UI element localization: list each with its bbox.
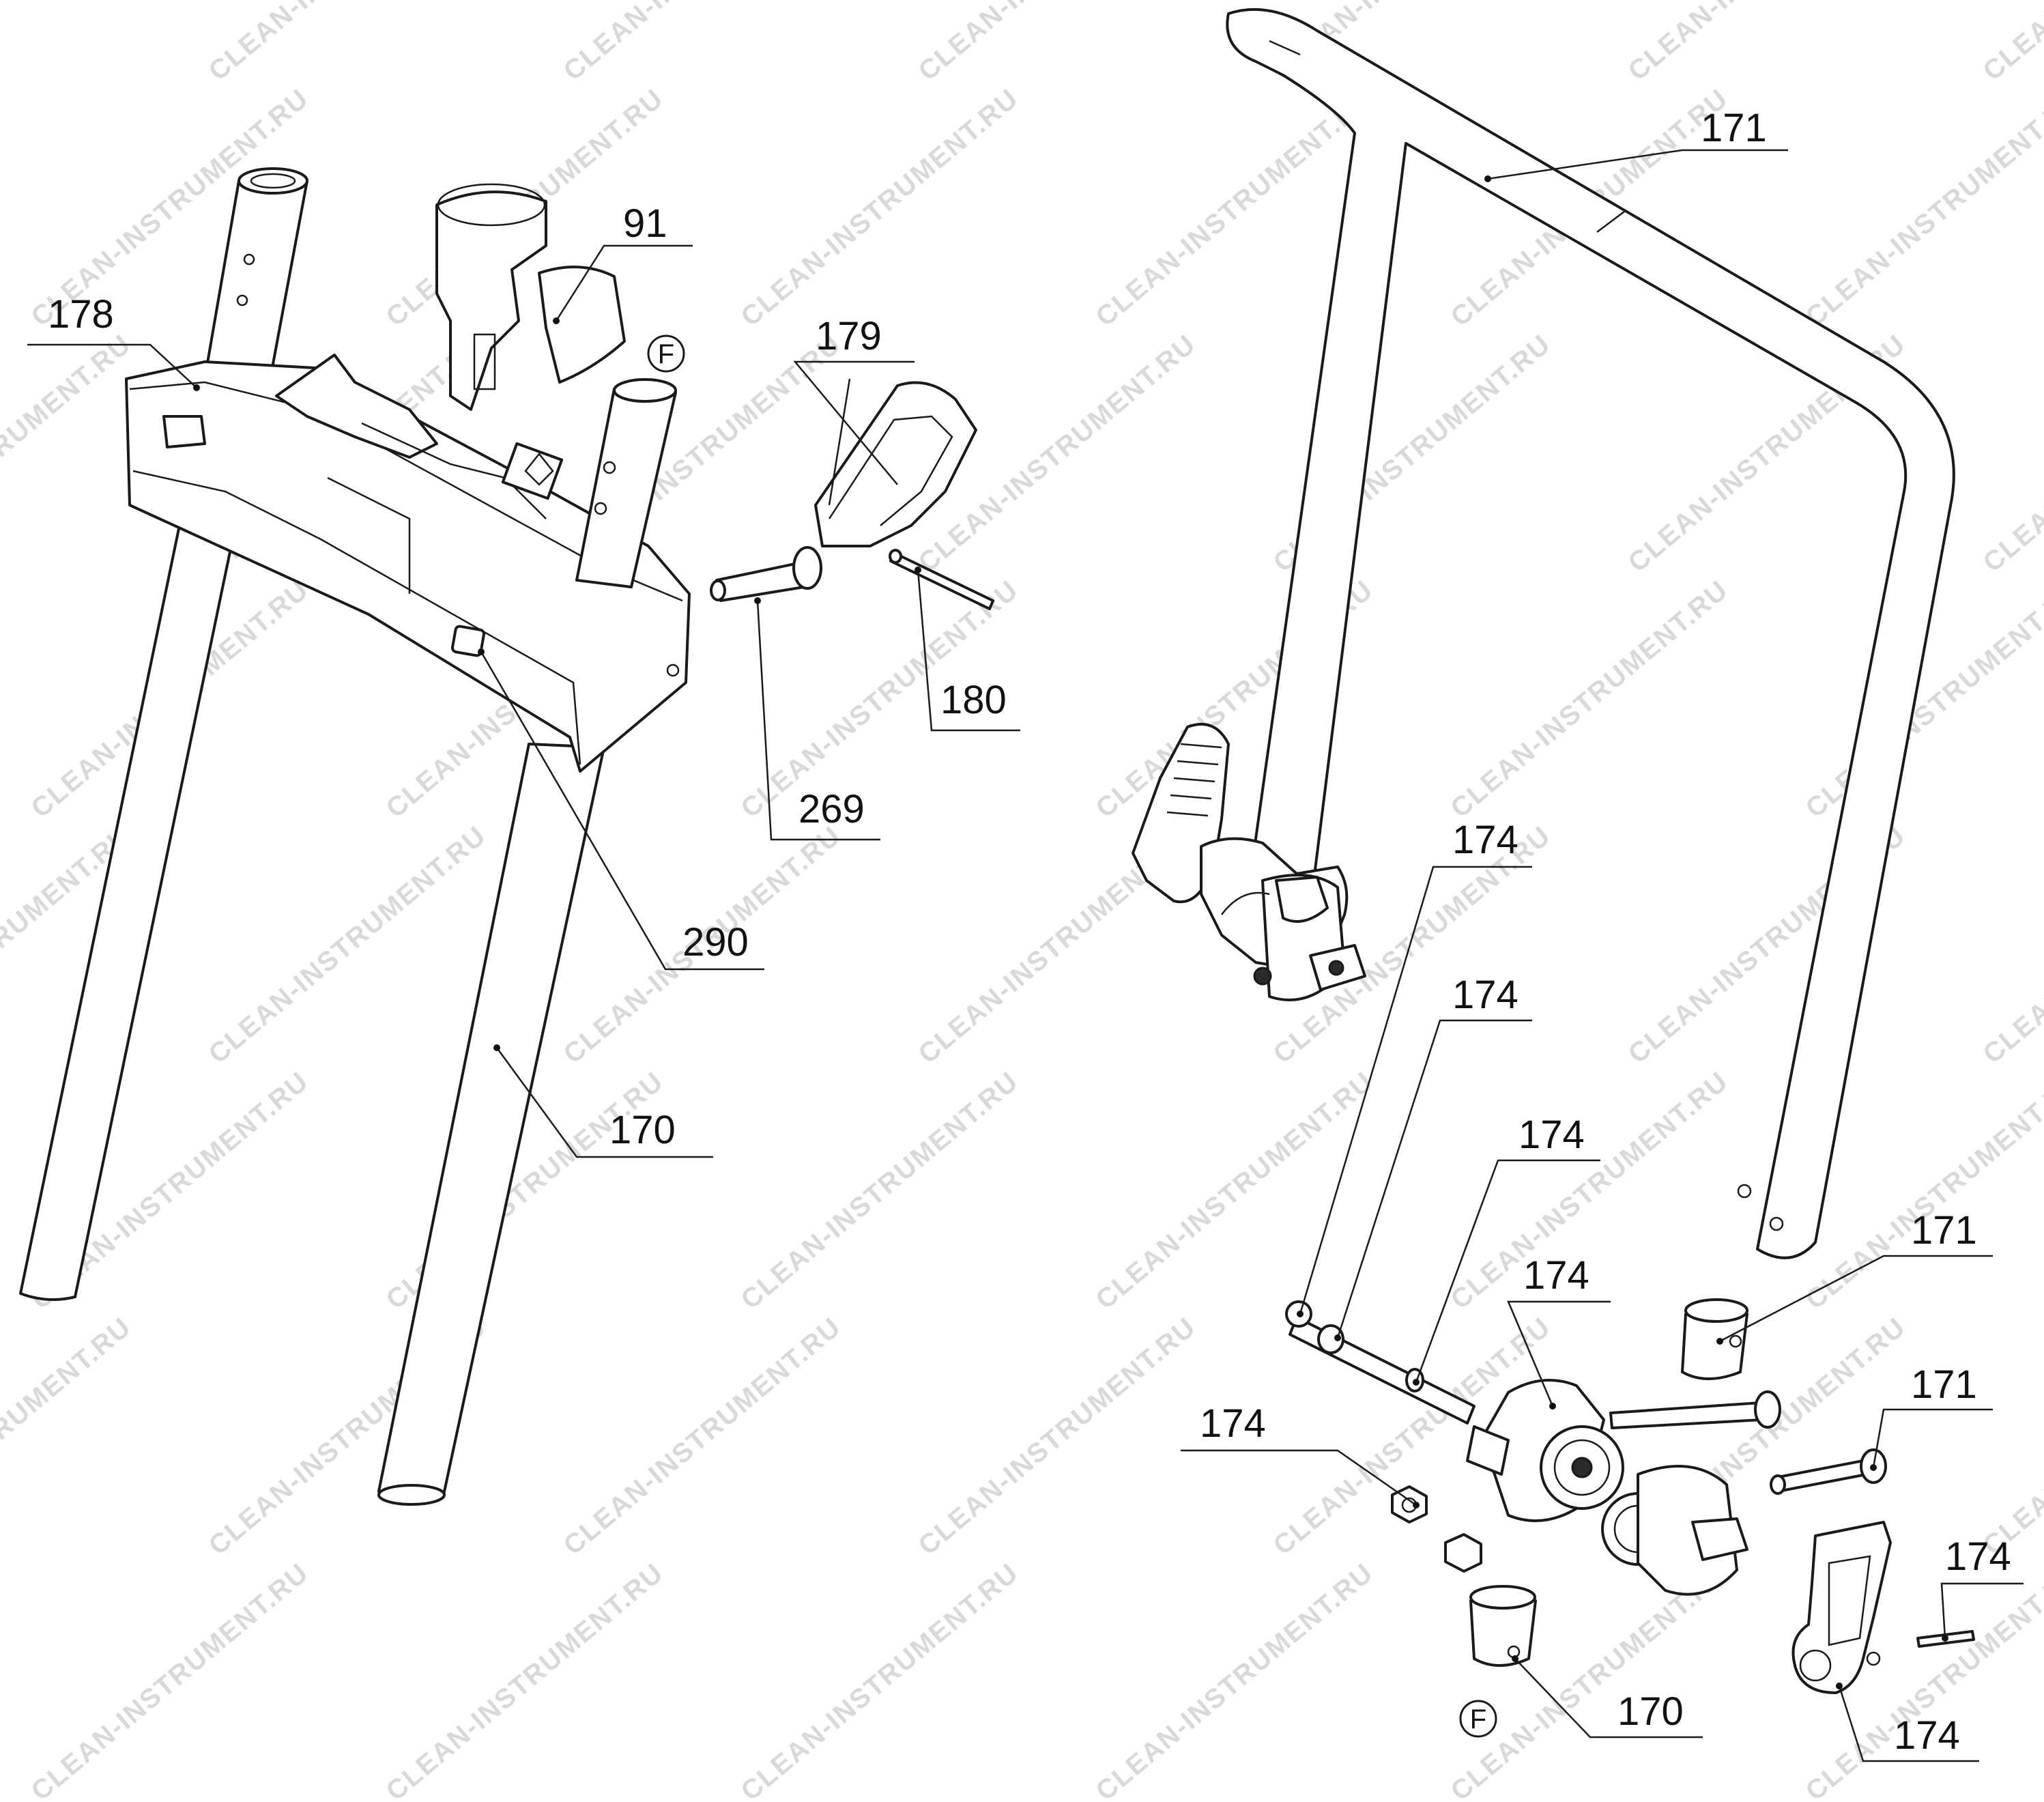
u-handle-171 (1226, 8, 1955, 1259)
watermark-text: CLEAN-INSTRUMENT.RU (0, 1312, 137, 1561)
watermark-text: CLEAN-INSTRUMENT.RU (1445, 575, 1734, 824)
callout-171-top: 171 (1701, 106, 1767, 150)
watermark-text: CLEAN-INSTRUMENT.RU (0, 0, 137, 87)
callout-178: 178 (48, 292, 114, 337)
watermark-text: CLEAN-INSTRUMENT.RU (381, 1558, 670, 1799)
callout-269: 269 (798, 787, 865, 831)
handle-head-178 (125, 354, 691, 773)
stub-tube-front (575, 378, 677, 588)
f-marker-top: F (647, 334, 685, 373)
pin-269 (710, 546, 822, 602)
callout-174-e: 174 (1200, 1401, 1266, 1446)
hinge-body-right (1601, 1465, 1748, 1596)
nut-left (1391, 1485, 1428, 1524)
watermark-text: CLEAN-INSTRUMENT.RU (558, 1312, 847, 1561)
callout-170-bottom: 170 (1617, 1689, 1684, 1734)
watermark-text: CLEAN-INSTRUMENT.RU (1978, 329, 2044, 578)
tube-clip-91 (435, 183, 626, 411)
watermark-text: CLEAN-INSTRUMENT.RU (736, 83, 1024, 332)
hinge-body-left (1466, 1379, 1624, 1522)
watermark-text: CLEAN-INSTRUMENT.RU (203, 820, 492, 1070)
watermark-text: CLEAN-INSTRUMENT.RU (0, 329, 137, 578)
watermark-text: CLEAN-INSTRUMENT.RU (913, 0, 1202, 87)
callout-290: 290 (682, 920, 749, 964)
f-marker-bottom: F (1459, 1700, 1497, 1738)
callout-171-b: 171 (1911, 1208, 1977, 1253)
watermark-text: CLEAN-INSTRUMENT.RU (203, 0, 492, 87)
callout-174-a: 174 (1452, 818, 1518, 862)
callout-171-c: 171 (1911, 1362, 1977, 1407)
cover-179 (814, 381, 977, 547)
watermark-text: CLEAN-INSTRUMENT.RU (1091, 1066, 1379, 1315)
bolt-long-lower (1770, 1448, 1887, 1495)
svg-text:F: F (1470, 1704, 1486, 1734)
nut-lower (1444, 1533, 1482, 1573)
watermark-text: CLEAN-INSTRUMENT.RU (26, 1558, 315, 1799)
shaft-174 (1285, 1300, 1476, 1425)
callout-174-b: 174 (1452, 973, 1518, 1017)
watermark-text: CLEAN-INSTRUMENT.RU (1978, 0, 2044, 87)
svg-text:F: F (658, 339, 674, 369)
lower-tube-left (19, 517, 237, 1301)
bushing-171 (1681, 1298, 1748, 1380)
callout-174-d: 174 (1523, 1253, 1589, 1298)
watermark-text: CLEAN-INSTRUMENT.RU (913, 1312, 1202, 1561)
callout-174-c: 174 (1518, 1113, 1585, 1157)
callout-labels: 171 91 178 179 180 269 290 170 174 174 1… (48, 106, 2011, 1758)
watermark-text: CLEAN-INSTRUMENT.RU (558, 0, 847, 87)
callout-174-f: 174 (1945, 1534, 2011, 1579)
watermark-text: CLEAN-INSTRUMENT.RU (1091, 1558, 1379, 1799)
watermark-text: CLEAN-INSTRUMENT.RU (1978, 820, 2044, 1070)
watermark-text: CLEAN-INSTRUMENT.RU (1800, 83, 2044, 332)
callout-174-g: 174 (1894, 1713, 1960, 1758)
bushing-170 (1469, 1585, 1537, 1667)
watermark-text: CLEAN-INSTRUMENT.RU (1623, 0, 1912, 87)
watermark-text: CLEAN-INSTRUMENT.RU (1978, 1312, 2044, 1561)
callout-180: 180 (940, 678, 1007, 722)
callout-170-left: 170 (609, 1108, 676, 1152)
lower-tube-right (377, 743, 605, 1506)
pin-180 (889, 549, 994, 610)
watermark-text: CLEAN-INSTRUMENT.RU (736, 1558, 1024, 1799)
callout-179: 179 (816, 314, 882, 358)
watermark-text: CLEAN-INSTRUMENT.RU (736, 1066, 1024, 1315)
stub-tube-back (203, 167, 308, 384)
watermark-text: CLEAN-INSTRUMENT.RU (1445, 1066, 1734, 1315)
hinge-assembly-upper (1132, 723, 1366, 1001)
callout-91: 91 (623, 201, 667, 246)
lever-174 (1791, 1521, 1892, 1694)
bolt-long-upper (1609, 1390, 1781, 1429)
leader-lines (27, 149, 2024, 1762)
